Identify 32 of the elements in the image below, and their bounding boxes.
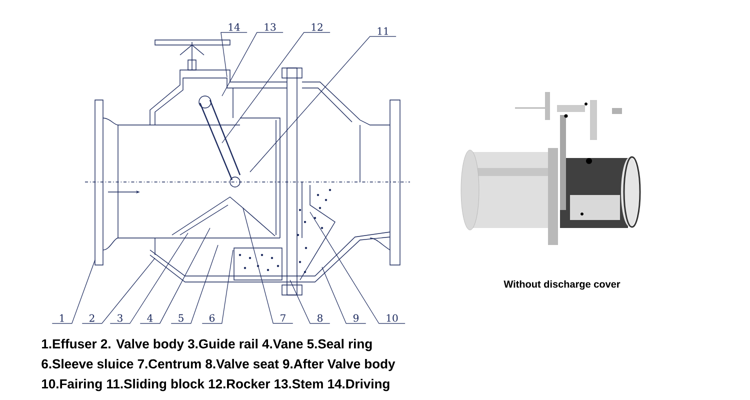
- callout-number: 8: [318, 314, 323, 322]
- parts-list-line: 10.Fairing 11.Sliding block 12.Rocker 13.Stem 14.Driving: [42, 378, 390, 392]
- leader-line: [222, 32, 330, 144]
- leader-line: [170, 244, 218, 324]
- callout-number: 2: [90, 314, 94, 322]
- leader-line: [290, 280, 330, 324]
- callout-number: 13: [264, 23, 276, 31]
- callout-number: 4: [147, 314, 153, 322]
- leader-line: [242, 208, 294, 324]
- callout-number: 1: [60, 314, 64, 322]
- leader-line: [202, 250, 234, 324]
- photo-caption: Without discharge cover: [504, 280, 620, 290]
- leader-line: [82, 258, 156, 324]
- callout-number: 6: [210, 314, 215, 322]
- leader-line: [110, 232, 188, 324]
- callout-number: 9: [353, 314, 359, 322]
- leader-line: [140, 228, 210, 324]
- callout-number: 3: [118, 314, 122, 322]
- callout-number: 12: [312, 23, 322, 31]
- leader-line: [250, 36, 396, 172]
- callout-number: 10: [386, 314, 398, 322]
- callout-number: 7: [280, 314, 286, 322]
- leader-line: [322, 266, 366, 324]
- parts-list-line: 1.Effuser 2. Valve body 3.Guide rail 4.Vane 5.Seal ring: [42, 338, 372, 352]
- leader-line: [52, 260, 96, 324]
- parts-list-line: 6.Sleeve sluice 7.Centrum 8.Valve seat 9.After Valve body: [42, 358, 396, 372]
- callout-number: 5: [178, 314, 184, 322]
- callout-number: 14: [228, 23, 240, 31]
- leader-line: [222, 32, 284, 96]
- leader-line: [310, 212, 406, 324]
- leader-line: [220, 32, 248, 78]
- callout-number: 11: [378, 27, 388, 35]
